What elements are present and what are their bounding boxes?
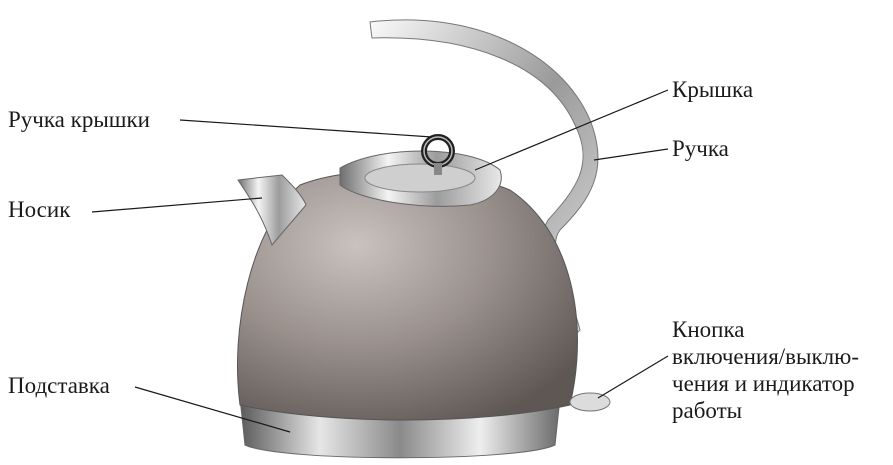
leader-handle — [594, 149, 668, 160]
label-lid: Крышка — [672, 76, 753, 103]
label-power-button: Кнопка включения/выклю- чения и индикато… — [672, 316, 887, 424]
label-power-button-line: Кнопка — [672, 316, 887, 343]
leader-spout — [92, 198, 262, 212]
label-power-button-line: работы — [672, 397, 887, 424]
leader-button — [598, 356, 668, 398]
label-spout: Носик — [8, 196, 70, 223]
label-handle: Ручка — [672, 135, 729, 162]
label-power-button-line: включения/выклю- — [672, 343, 887, 370]
label-lid-handle: Ручка крышки — [8, 106, 150, 133]
label-power-button-line: чения и индикатор — [672, 370, 887, 397]
power-switch — [570, 393, 610, 411]
label-base: Подставка — [8, 372, 110, 399]
leader-lid-handle — [180, 120, 432, 137]
